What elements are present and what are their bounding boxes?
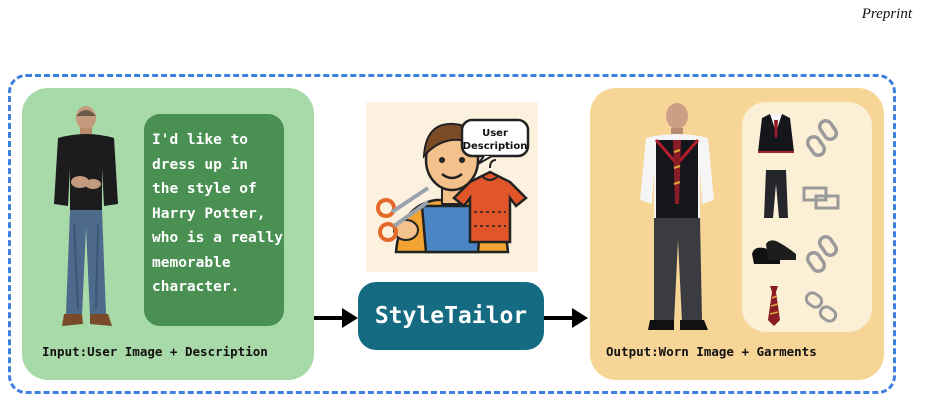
description-line: dress up in [152,156,249,173]
scissors-icon [376,186,430,242]
output-caption: Output:Worn Image + Garments [606,344,817,359]
trousers-icon [764,170,788,218]
bubble-user-label: User [482,128,508,139]
description-line: the style of [152,181,257,197]
user-person-photo [54,106,118,326]
tie-icon [768,286,780,326]
input-caption: Input:User Image + Description [42,344,268,359]
arrow-right-icon [544,308,588,328]
pipeline-frame [8,74,896,394]
unlink-icon [804,291,838,323]
vest-icon [758,114,794,153]
styletailor-button: StyleTailor [358,282,544,350]
description-line: memorable [152,254,231,271]
output-person-photo [640,103,714,330]
description-line: character. [152,279,240,295]
link-icon [806,118,839,158]
arrow-right-icon [314,308,358,328]
user-description-box: I'd like to dress up in the style of Har… [144,114,284,326]
tailor-drawing: User Description [376,118,530,254]
link-icon [806,234,839,274]
description-line: who is a really [152,230,283,246]
shirt-icon [452,159,528,244]
preprint-label: Preprint [861,6,912,22]
description-line: Harry Potter, [152,205,266,222]
bubble-description-label: Description [463,141,528,152]
unlink-icon [802,186,840,210]
shoes-icon [752,240,796,264]
description-line: I'd like to [152,132,249,148]
